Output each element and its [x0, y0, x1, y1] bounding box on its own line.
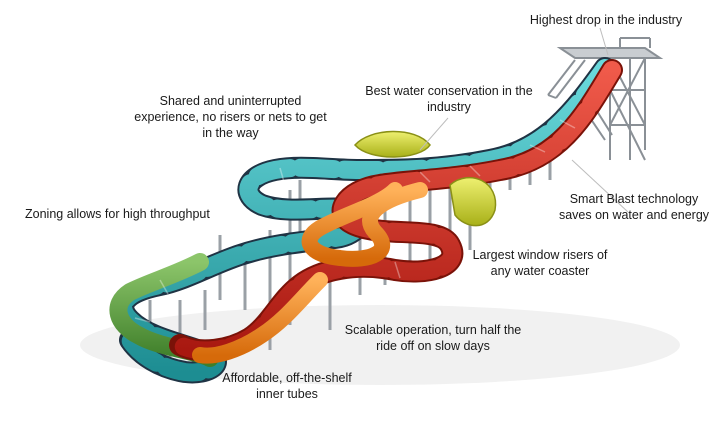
orange-lane: [301, 182, 428, 267]
callout-smart-blast-line2: saves on water and energy: [558, 208, 710, 222]
yellow-bowl-top: [353, 130, 431, 158]
callout-tubes-line2: inner tubes: [256, 387, 318, 401]
callout-scalable-line1: Scalable operation, turn half the: [344, 323, 522, 337]
callout-window-risers-line2: any water coaster: [490, 264, 590, 278]
callout-water-conservation: Best water conservation in the industry: [360, 83, 538, 115]
callout-smart-blast-line1: Smart Blast technology: [569, 192, 699, 206]
callout-shared-line1: Shared and uninterrupted: [159, 94, 302, 108]
callout-zoning-text: Zoning allows for high throughput: [25, 207, 210, 221]
callout-shared-experience: Shared and uninterrupted experience, no …: [128, 93, 333, 141]
callout-shared-line2: experience, no risers or nets to get: [134, 110, 327, 124]
callout-scalable-line2: ride off on slow days: [376, 339, 490, 353]
yellow-bowl-right: [449, 176, 497, 227]
callout-window-risers-line1: Largest window risers of: [472, 248, 608, 262]
ground-shadow: [80, 305, 680, 385]
callout-tubes-line1: Affordable, off-the-shelf: [222, 371, 352, 385]
yellow-bowls: [353, 130, 497, 227]
red-lane: [171, 61, 621, 360]
callout-highest-drop-text: Highest drop in the industry: [529, 13, 683, 27]
callout-inner-tubes: Affordable, off-the-shelf inner tubes: [212, 370, 362, 402]
callout-water-conservation-line2: industry: [427, 100, 471, 114]
callout-shared-line3: in the way: [202, 126, 259, 140]
callout-highest-drop: Highest drop in the industry: [521, 12, 691, 28]
callout-water-conservation-line1: Best water conservation in the: [365, 84, 533, 98]
slide-paths: [109, 57, 623, 384]
callout-lines: [419, 27, 629, 213]
tube-rings: [134, 119, 576, 323]
callout-scalable-operation: Scalable operation, turn half the ride o…: [340, 322, 526, 354]
orange-lower-lane: [192, 272, 328, 364]
callout-zoning: Zoning allows for high throughput: [25, 206, 210, 222]
callout-window-risers: Largest window risers of any water coast…: [466, 247, 614, 279]
callout-smart-blast: Smart Blast technology saves on water an…: [553, 191, 715, 223]
